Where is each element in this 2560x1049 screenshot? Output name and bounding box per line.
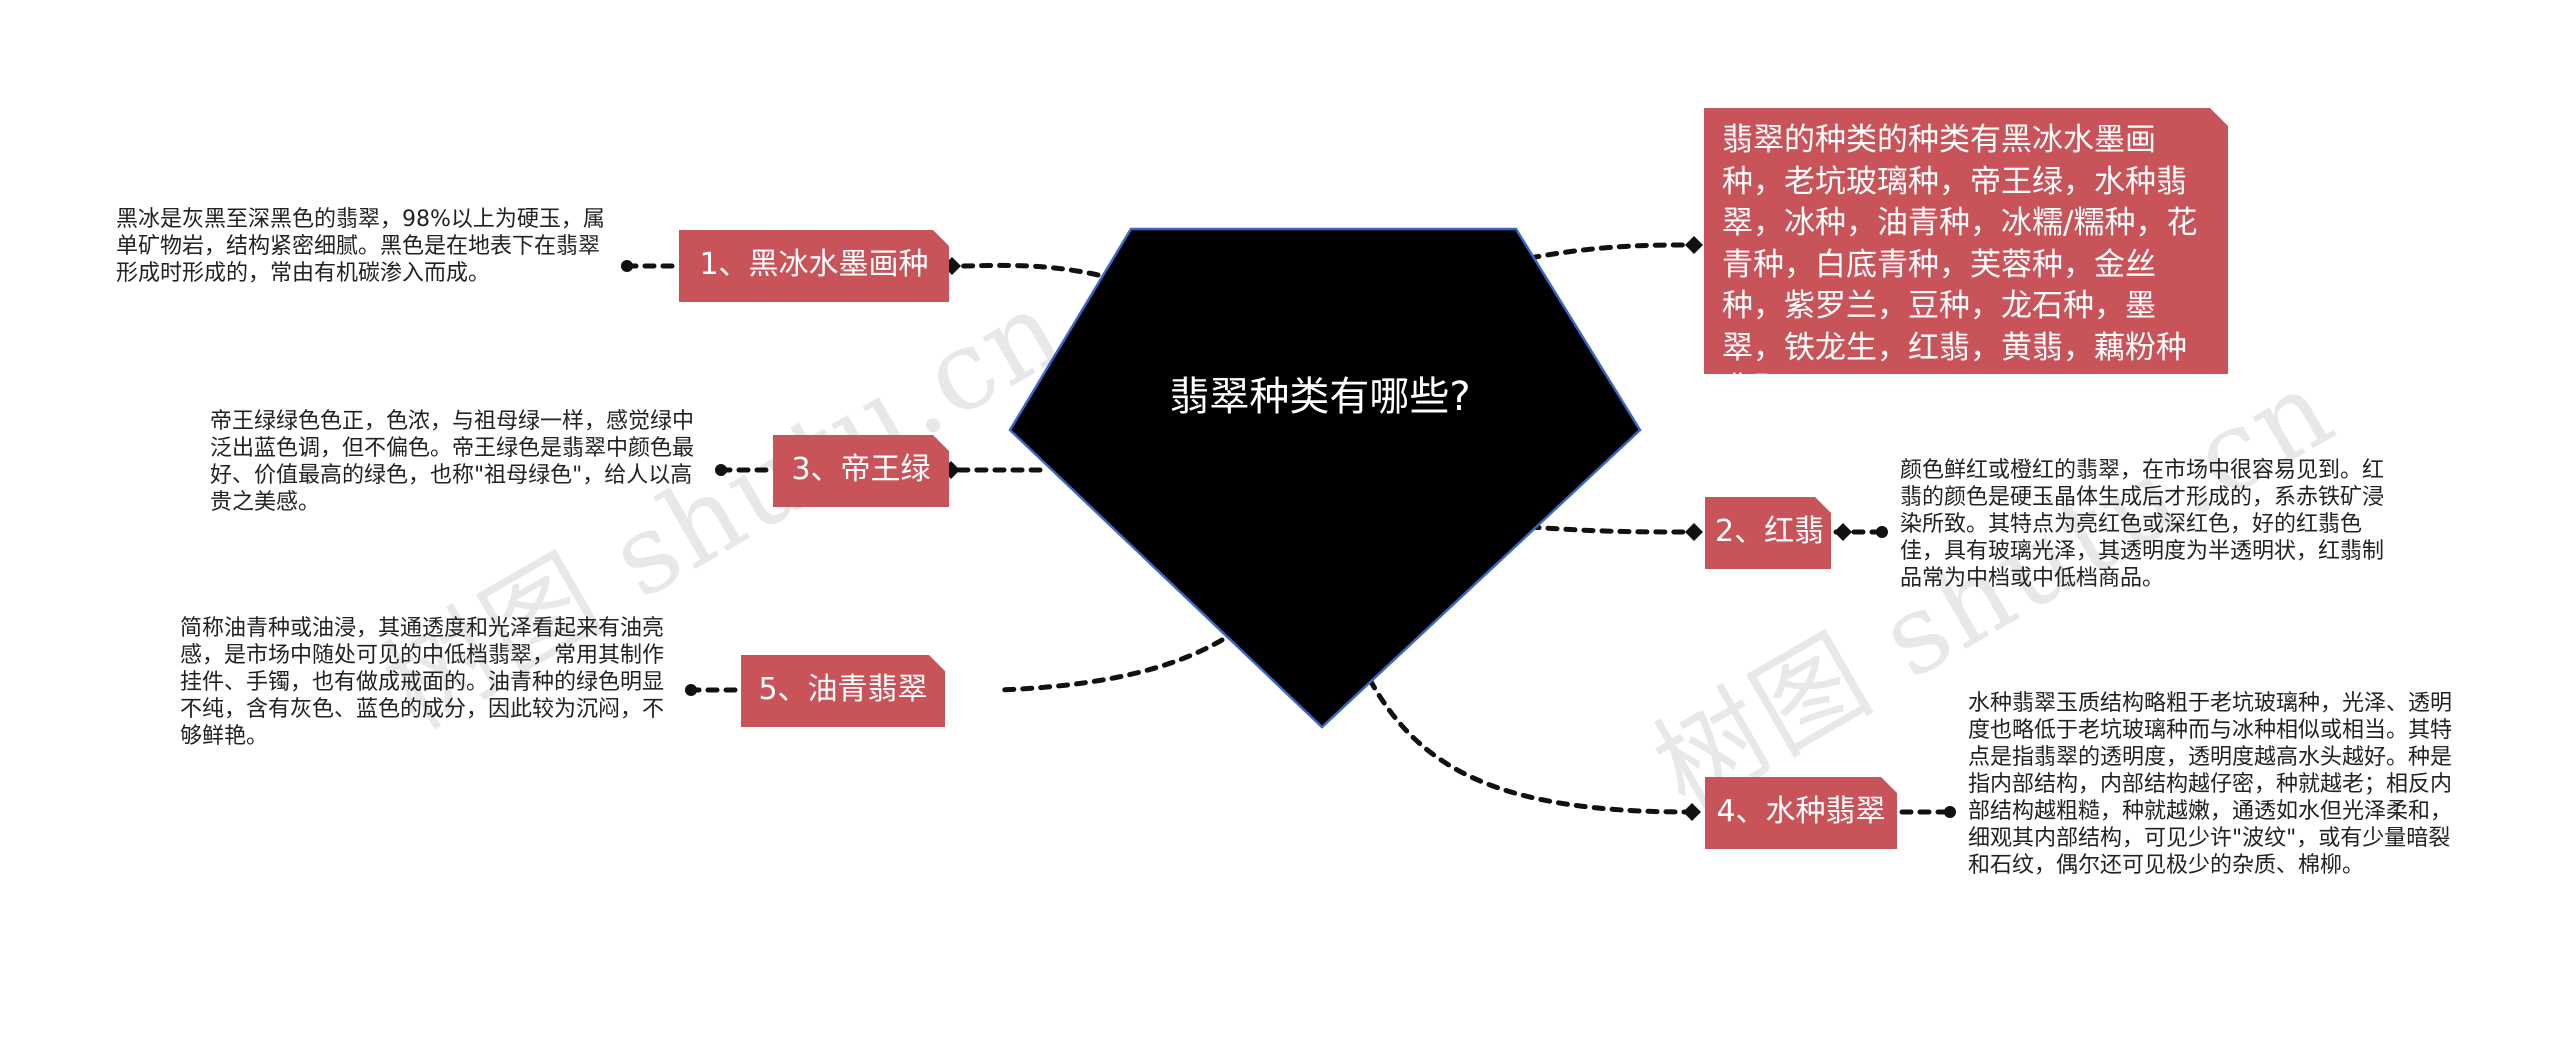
end-dot bbox=[621, 260, 633, 272]
center-pentagon[interactable] bbox=[1008, 227, 1642, 729]
end-dot bbox=[685, 684, 697, 696]
connector-center-b1 bbox=[957, 262, 1101, 278]
center-title: 翡翠种类有哪些? bbox=[1169, 374, 1471, 420]
connector-center-b2 bbox=[1527, 524, 1693, 535]
branch-desc-b2: 颜色鲜红或橙红的翡翠，在市场中很容易见到。红翡的颜色是硬玉晶体生成后才形成的，系… bbox=[1900, 458, 2385, 591]
connector-center-summary bbox=[1527, 242, 1693, 261]
branch-desc-b5: 简称油青种或油浸，其通透度和光泽看起来有油亮感，是市场中随处可见的中低档翡翠，常… bbox=[180, 616, 665, 749]
branch-desc-b4: 水种翡翠玉质结构略粗于老坑玻璃种，光泽、透明度也略低于老坑玻璃种而与冰种相似或相… bbox=[1968, 691, 2453, 878]
connector-center-b5 bbox=[997, 637, 1225, 693]
connector-center-b4 bbox=[1367, 677, 1691, 815]
branch-desc-b3: 帝王绿绿色色正，色浓，与祖母绿一样，感觉绿中泛出蓝色调，但不偏色。帝王绿色是翡翠… bbox=[210, 409, 695, 515]
diamond-marker bbox=[1834, 523, 1852, 541]
diamond-marker bbox=[1683, 803, 1701, 821]
end-dot bbox=[1944, 806, 1956, 818]
branch-node-b1[interactable]: 1、黑冰水墨画种 bbox=[679, 230, 949, 302]
end-dot bbox=[1876, 526, 1888, 538]
end-dot bbox=[715, 464, 727, 476]
summary-node[interactable]: 翡翠的种类的种类有黑冰水墨画种，老坑玻璃种，帝王绿，水种翡翠，冰种，油青种，冰糯… bbox=[1704, 108, 2228, 374]
branch-node-b4[interactable]: 4、水种翡翠 bbox=[1705, 777, 1897, 849]
diamond-marker bbox=[1685, 236, 1703, 254]
branch-node-b3[interactable]: 3、帝王绿 bbox=[773, 435, 949, 507]
branch-node-b2[interactable]: 2、红翡 bbox=[1705, 497, 1831, 569]
diamond-marker bbox=[1685, 523, 1703, 541]
branch-node-b5[interactable]: 5、油青翡翠 bbox=[741, 655, 945, 727]
branch-desc-b1: 黑冰是灰黑至深黑色的翡翠，98%以上为硬玉，属单矿物岩，结构紧密细腻。黑色是在地… bbox=[116, 207, 605, 286]
